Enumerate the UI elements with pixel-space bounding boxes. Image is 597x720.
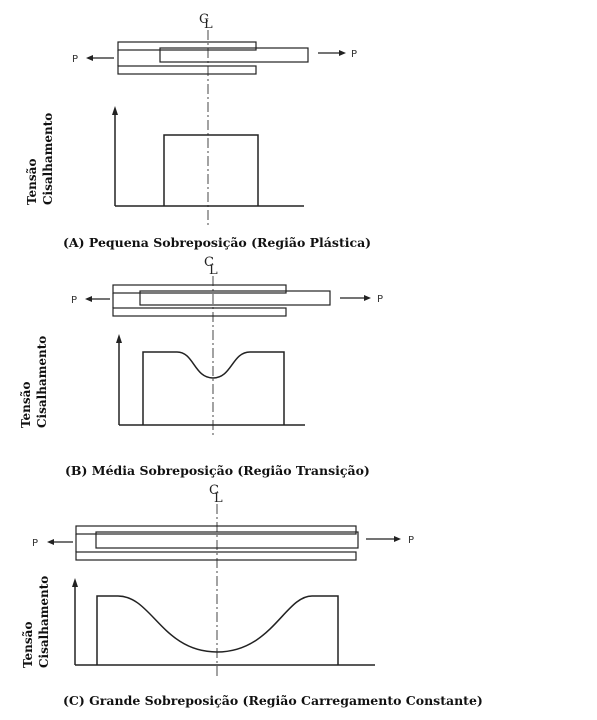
force-arrow-left-c: P [32,538,73,549]
axis-label-tensao-a: Tensão [25,159,39,205]
caption-a: (A) Pequena Sobreposição (Região Plástic… [63,235,371,250]
stress-distribution-c [97,596,338,665]
panel-b: C L P P Tensão Cisalhamento (B) [19,255,383,478]
axis-label-tensao-b: Tensão [19,382,33,428]
lap-joint-plates-b [113,285,330,316]
stress-distribution-a [164,135,258,206]
centerline-symbol-b-sub: L [209,263,218,278]
force-arrow-left-a: P [72,54,114,65]
axis-label-cisalhamento-b: Cisalhamento [35,336,49,428]
force-arrow-right-a: P [318,49,357,60]
centerline-symbol-c-sub: L [214,491,223,506]
panel-a: C L P P Tensão [25,12,371,250]
axis-label-cisalhamento-a: Cisalhamento [41,113,55,205]
bottom-plate-b [113,308,286,316]
force-label-left-c: P [32,538,38,549]
force-label-right-c: P [408,535,414,546]
top-plate-c [76,526,356,534]
force-arrow-left-b: P [71,295,110,306]
caption-b: (B) Média Sobreposição (Região Transição… [65,463,370,478]
lap-joint-plates-a [118,42,308,74]
top-plate-b [113,285,286,293]
force-label-right-b: P [377,294,383,305]
axis-label-tensao-c: Tensão [21,622,35,668]
caption-c: (C) Grande Sobreposição (Região Carregam… [63,693,483,708]
stress-distribution-b [143,352,284,425]
force-arrow-right-c: P [366,535,414,546]
axis-label-cisalhamento-c: Cisalhamento [37,576,51,668]
force-arrow-right-b: P [340,294,383,305]
top-plate-a [118,42,256,50]
force-label-right-a: P [351,49,357,60]
force-label-left-a: P [72,54,78,65]
stress-axis-b [116,334,305,425]
panel-c: C L P P Tensão Cisalhamento (C) [21,483,483,708]
bottom-plate-a [118,66,256,74]
bottom-plate-c [76,552,356,560]
force-label-left-b: P [71,295,77,306]
centerline-symbol-a-sub: L [204,17,213,32]
